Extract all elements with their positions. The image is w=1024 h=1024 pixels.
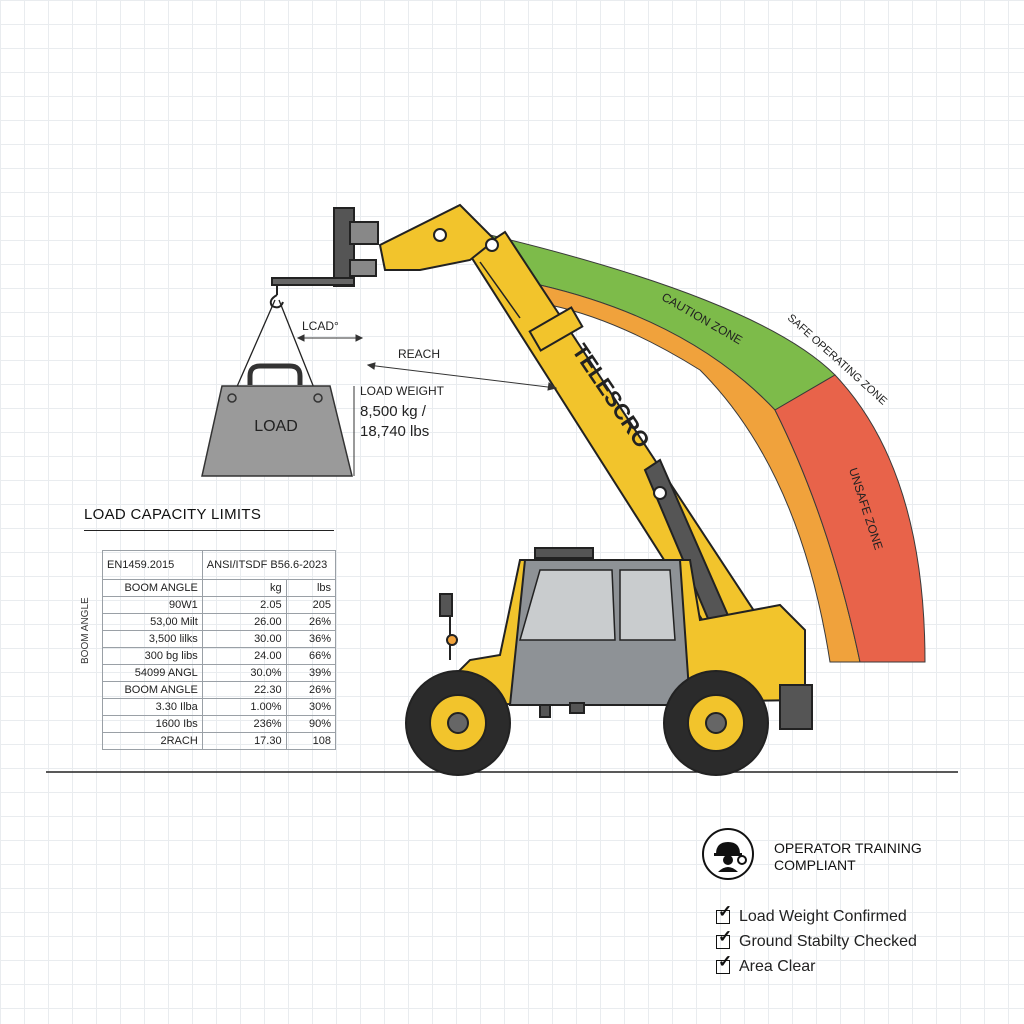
load-handle (247, 363, 303, 385)
row-kg: 24.00 (201, 647, 287, 665)
load-weight-lbs: 18,740 lbs (360, 423, 429, 440)
row-lbs: 90% (285, 715, 337, 733)
checkbox-checked-icon: ✓ (716, 902, 732, 924)
row-kg: 30.0% (201, 664, 287, 682)
telehandler: TELESCRO (271, 203, 813, 776)
load-weight-block (201, 385, 353, 477)
row-kg: 236% (201, 715, 287, 733)
checklist-item: ✓ Ground Stabilty Checked (716, 927, 917, 954)
load-weight-label: LOAD WEIGHT (360, 384, 445, 398)
load-weight-kg: 8,500 kg / (360, 403, 427, 420)
safety-checklist: ✓ Load Weight Confirmed ✓ Ground Stabilty C… (716, 902, 917, 979)
load-dimension-label: LCAD° (302, 319, 339, 333)
operator-hardhat-icon (702, 828, 754, 880)
row-lbs: 30% (285, 698, 337, 716)
badge-text: OPERATOR TRAINING COMPLIANT (774, 840, 922, 874)
dimension-annotations: LCAD° REACH LOAD WEIGHT 8,500 kg / 18,74… (296, 319, 558, 476)
row-boom-angle: 300 bg libs (102, 647, 203, 665)
load-label: LOAD (254, 418, 298, 435)
row-boom-angle: 3,500 lilks (102, 630, 203, 648)
cab-window (519, 569, 616, 641)
suspended-load: LOAD (201, 285, 353, 477)
load-capacity-table: EN1459.2015 ANSI/ITSDF B56.6-2023 BOOM A… (102, 550, 337, 750)
row-boom-angle: 90W1 (102, 596, 203, 614)
row-lbs: 26% (285, 613, 337, 631)
rear-counterweight (779, 684, 813, 730)
checklist-item-label: Load Weight Confirmed (739, 907, 907, 925)
checkbox-checked-icon: ✓ (716, 952, 732, 974)
row-kg: 2.05 (201, 596, 287, 614)
row-kg: 1.00% (201, 698, 287, 716)
reach-label: REACH (398, 347, 440, 361)
row-lbs: 66% (285, 647, 337, 665)
operator-badge: OPERATOR TRAINING COMPLIANT (702, 828, 1002, 888)
row-lbs: 205 (285, 596, 337, 614)
header-boom-angle: BOOM ANGLE (102, 579, 203, 597)
row-kg: 26.00 (201, 613, 287, 631)
header-lbs: lbs (285, 579, 337, 597)
badge-line-1: OPERATOR TRAINING (774, 840, 922, 856)
row-kg: 17.30 (201, 732, 287, 750)
checklist-item: ✓ Area Clear (716, 952, 917, 979)
row-lbs: 39% (285, 664, 337, 682)
row-lbs: 36% (285, 630, 337, 648)
cab-roof (534, 547, 594, 559)
front-wheel (405, 670, 511, 776)
table-title: LOAD CAPACITY LIMITS (84, 506, 334, 531)
row-kg: 30.00 (201, 630, 287, 648)
rear-wheel (663, 670, 769, 776)
row-boom-angle: 3.30 Ilba (102, 698, 203, 716)
row-boom-angle: BOOM ANGLE (102, 681, 203, 699)
fork-tine (271, 277, 355, 286)
row-boom-angle: 2RACH (102, 732, 203, 750)
badge-line-2: COMPLIANT (774, 857, 856, 873)
boom-collar (528, 306, 584, 352)
side-mirror (439, 593, 453, 617)
table-header-row: BOOM ANGLE kg lbs (102, 579, 337, 597)
standard-ansi: ANSI/ITSDF B56.6-2023 (201, 550, 337, 580)
checklist-item-label: Area Clear (739, 957, 816, 975)
unsafe-zone-band (774, 374, 926, 663)
row-lbs: 26% (285, 681, 337, 699)
header-kg: kg (201, 579, 287, 597)
row-lbs: 108 (285, 732, 337, 750)
checklist-item: ✓ Load Weight Confirmed (716, 902, 917, 929)
row-boom-angle: 54099 ANGL (102, 664, 203, 682)
checklist-item-label: Ground Stabilty Checked (739, 932, 917, 950)
table-side-label: BOOM ANGLE (80, 597, 91, 664)
row-boom-angle: 53,00 Milt (102, 613, 203, 631)
standards-row: EN1459.2015 ANSI/ITSDF B56.6-2023 (102, 550, 337, 580)
checkbox-checked-icon: ✓ (716, 927, 732, 949)
row-kg: 22.30 (201, 681, 287, 699)
row-boom-angle: 1600 Ibs (102, 715, 203, 733)
standard-en: EN1459.2015 (102, 550, 203, 580)
